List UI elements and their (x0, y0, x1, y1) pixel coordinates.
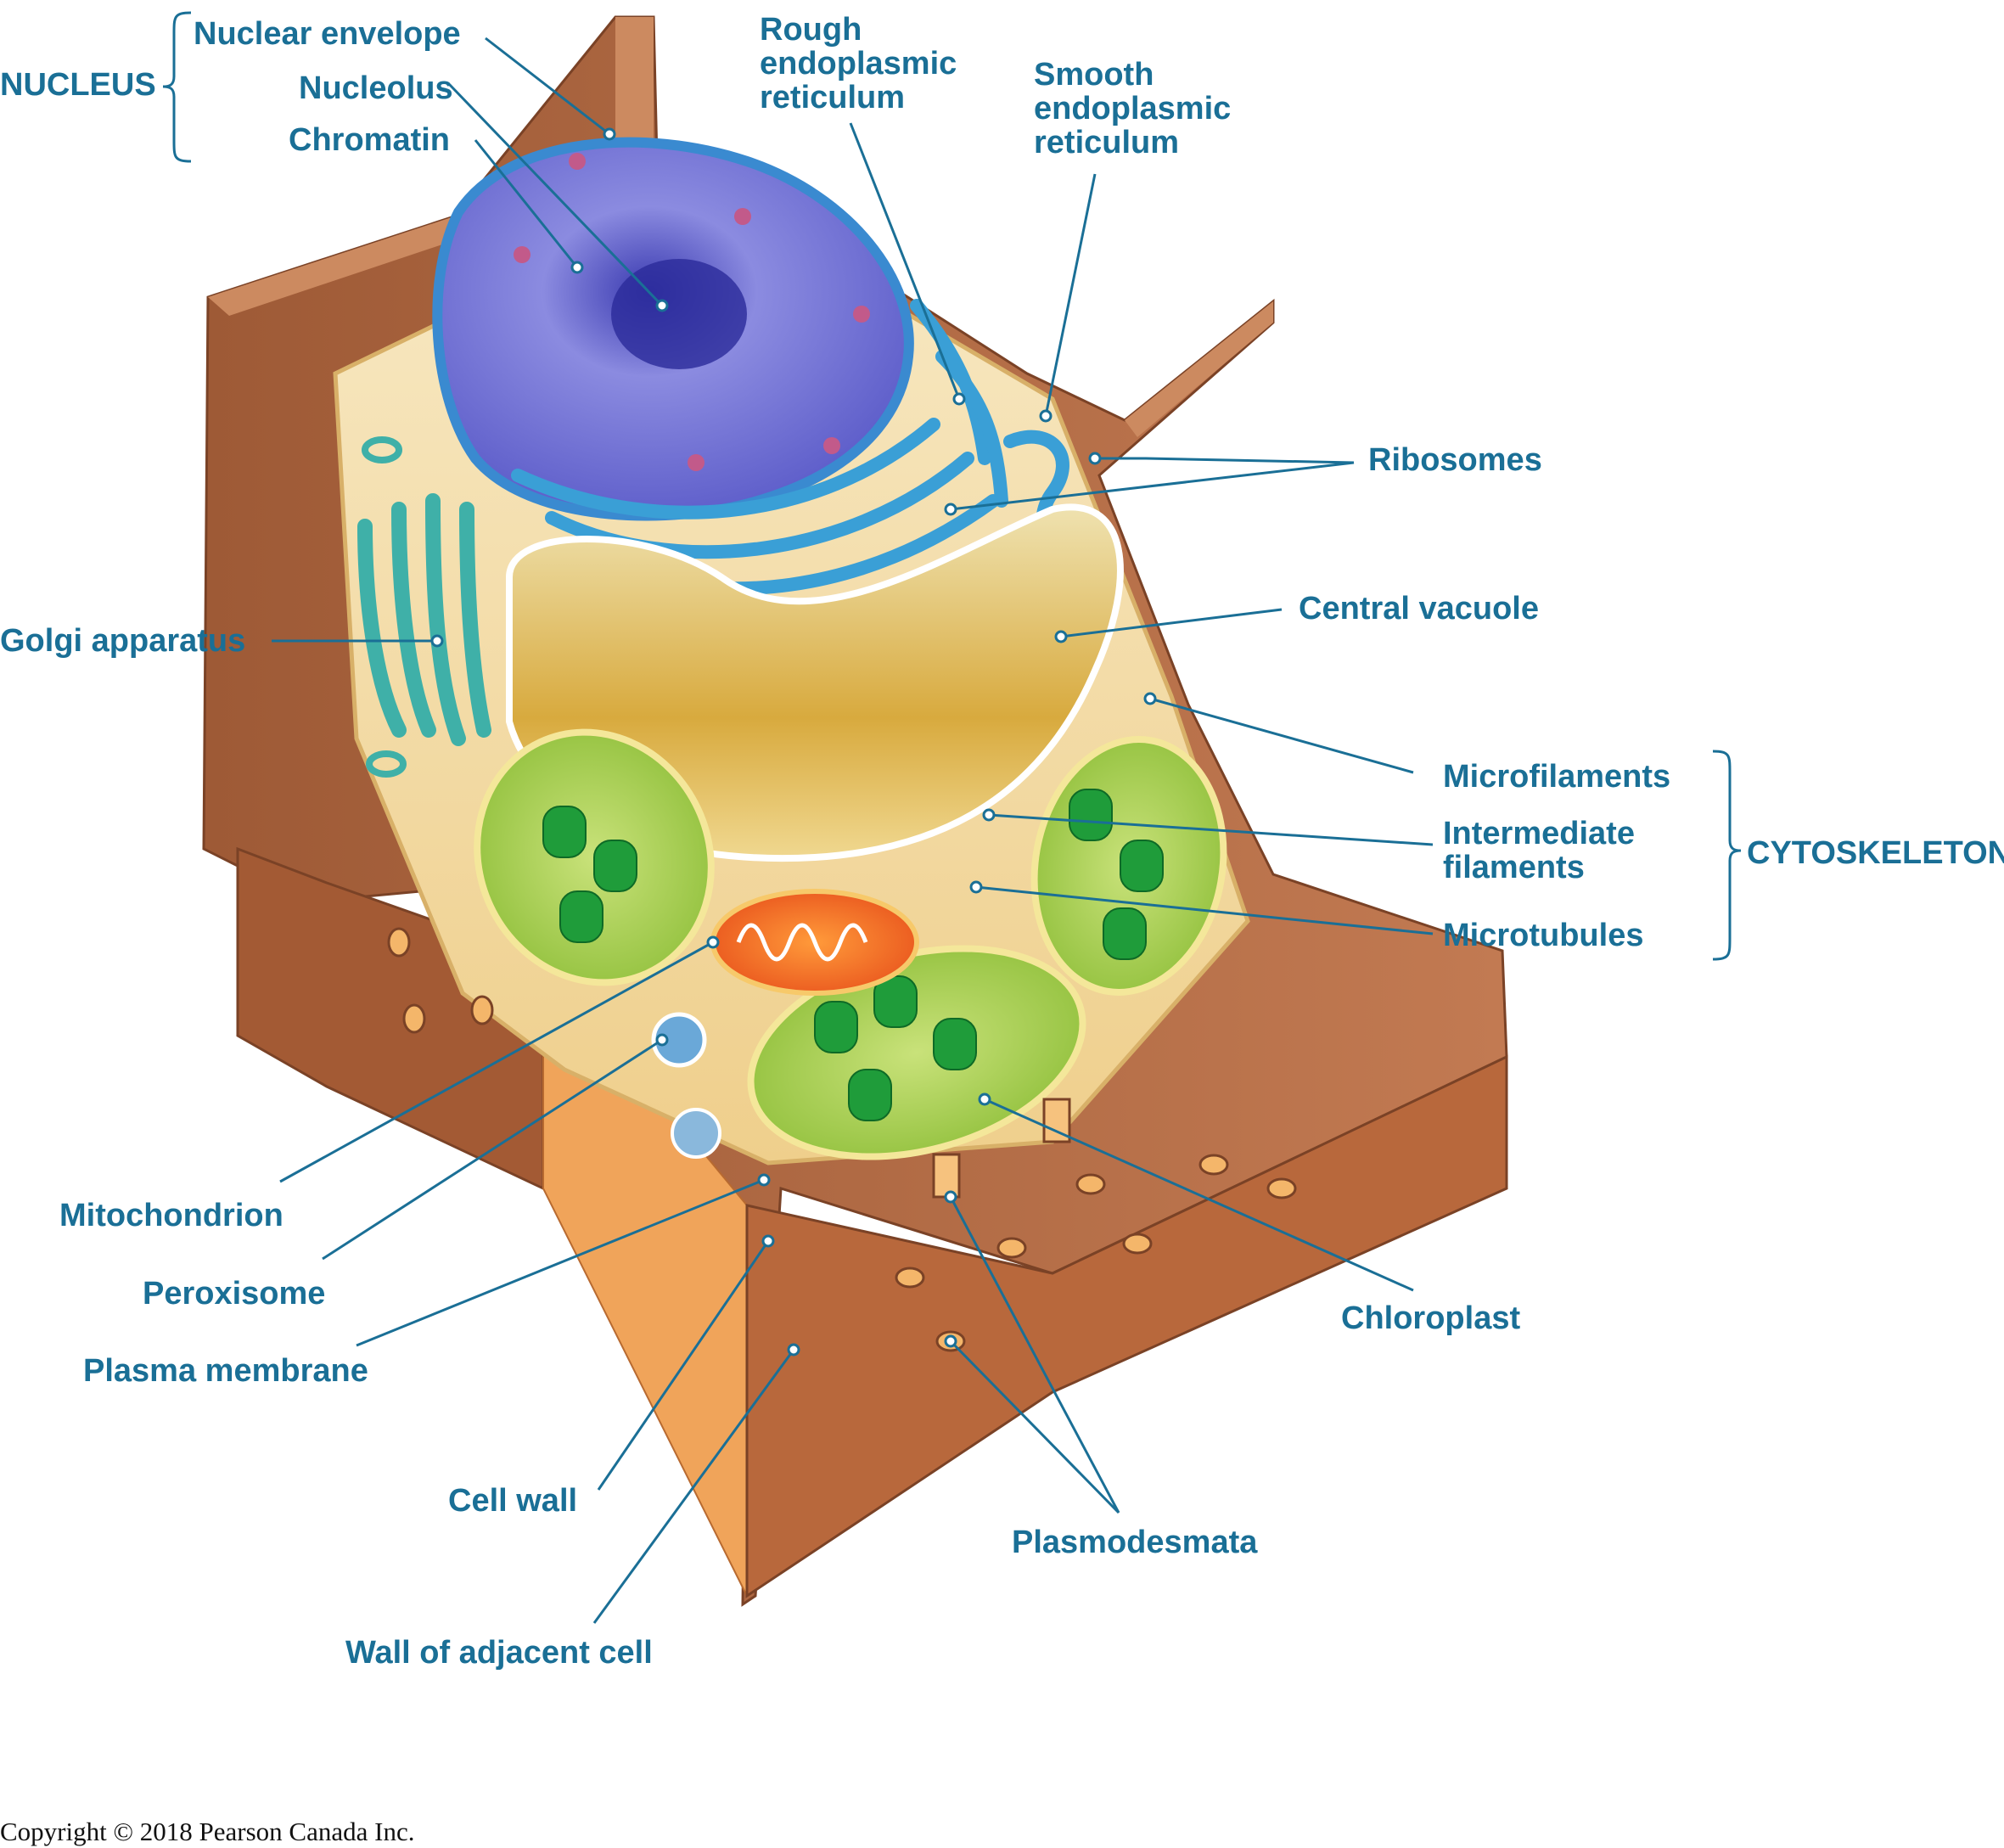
label-cell-wall: Cell wall (448, 1483, 578, 1519)
label-nuclear-envelope: Nuclear envelope (194, 16, 461, 52)
label-intermediate-filaments-line-2: filaments (1443, 850, 1585, 885)
label-intermediate-filaments-line-1: Intermediate (1443, 816, 1635, 851)
leader-endpoints (430, 127, 1157, 1357)
label-microtubules: Microtubules (1443, 918, 1644, 953)
label-ribosomes: Ribosomes (1368, 442, 1542, 478)
label-smooth-er-line-2: endoplasmic (1034, 91, 1232, 126)
label-peroxisome: Peroxisome (143, 1276, 326, 1312)
label-rough-er-line-2: endoplasmic (760, 46, 957, 81)
group-brackets (162, 11, 1742, 961)
label-chloroplast: Chloroplast (1341, 1300, 1521, 1336)
label-mitochondrion: Mitochondrion (59, 1198, 283, 1233)
group-label-nucleus: NUCLEUS (0, 67, 156, 103)
label-rough-er-line-3: reticulum (760, 80, 906, 115)
nucleus-shape (432, 137, 914, 521)
copyright-notice: Copyright © 2018 Pearson Canada Inc. (0, 1817, 415, 1846)
group-label-cytoskeleton: CYTOSKELETON (1747, 835, 2004, 871)
label-microfilaments: Microfilaments (1443, 759, 1671, 795)
label-plasmodesmata: Plasmodesmata (1012, 1525, 1258, 1560)
label-rough-er-line-1: Rough (760, 12, 862, 48)
label-wall-of-adjacent-cell: Wall of adjacent cell (345, 1635, 653, 1671)
label-nucleolus: Nucleolus (299, 70, 453, 106)
plasmodesmata-pores (387, 927, 1297, 1352)
leader-lines (272, 37, 1434, 1624)
mitochondrion-shape (710, 889, 919, 996)
label-chromatin: Chromatin (289, 122, 450, 158)
label-plasma-membrane: Plasma membrane (83, 1353, 368, 1389)
label-central-vacuole: Central vacuole (1299, 591, 1539, 626)
golgi-apparatus-shape (357, 436, 491, 778)
peroxisome-shape (651, 1012, 721, 1159)
label-golgi-apparatus: Golgi apparatus (0, 623, 246, 659)
label-smooth-er-line-3: reticulum (1034, 125, 1180, 160)
label-smooth-er-line-1: Smooth (1034, 57, 1154, 93)
